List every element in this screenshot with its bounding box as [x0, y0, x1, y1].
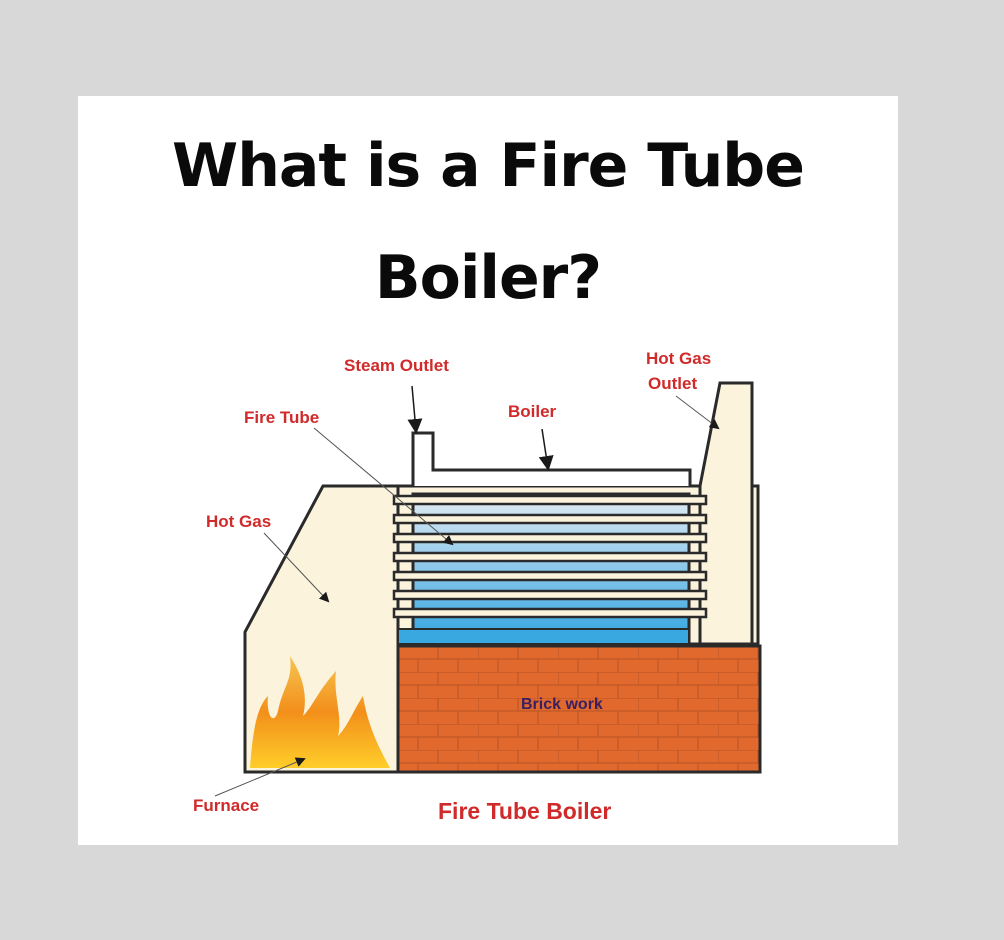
label-steam-outlet: Steam Outlet: [344, 356, 449, 375]
label-hot-gas-outlet-1: Hot Gas: [646, 349, 712, 368]
label-fire-tube: Fire Tube: [244, 408, 320, 427]
title-line-2: Boiler?: [374, 243, 602, 313]
label-hot-gas: Hot Gas: [206, 512, 272, 531]
label-hot-gas-outlet-2: Outlet: [648, 374, 698, 393]
label-furnace: Furnace: [193, 796, 260, 815]
diagram-caption: Fire Tube Boiler: [438, 798, 612, 824]
boiler-drum-top: [411, 431, 692, 486]
diagram-card: What is a Fire Tube Boiler?: [78, 96, 898, 845]
title-line-1: What is a Fire Tube: [172, 131, 805, 201]
hot-gas-outlet-chimney: [698, 381, 754, 646]
label-boiler: Boiler: [508, 402, 557, 421]
brick-work: [396, 644, 762, 774]
boiler-diagram: [214, 381, 762, 797]
furnace-flames: [250, 656, 390, 768]
label-brick-work: Brick work: [521, 696, 603, 713]
